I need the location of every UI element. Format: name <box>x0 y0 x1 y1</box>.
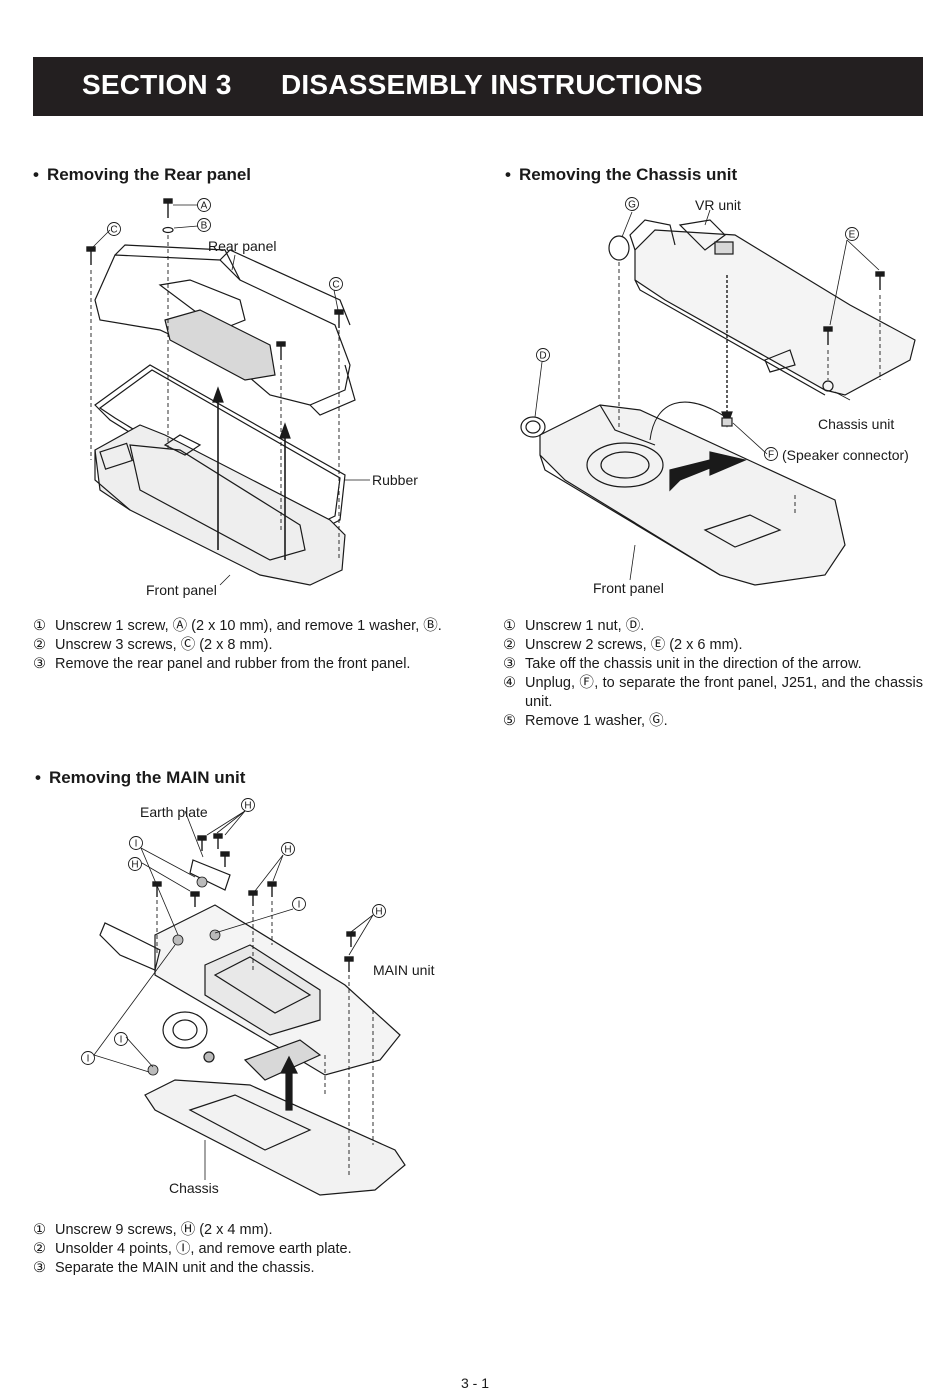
label-h-2: H <box>131 860 138 871</box>
main-unit-heading: •Removing the MAIN unit <box>35 768 246 787</box>
main-unit-diagram: H I H H I H I I Earth plate MAIN unit Ch… <box>81 798 435 1196</box>
label-c-right: C <box>332 280 339 291</box>
label-i-2: I <box>298 900 301 911</box>
label-h-4: H <box>375 907 382 918</box>
label-chassis: Chassis <box>169 1180 219 1196</box>
label-h-3: H <box>284 845 291 856</box>
label-h-1: H <box>244 801 251 812</box>
chassis-unit-heading: •Removing the Chassis unit <box>505 165 738 184</box>
washer-g <box>608 235 630 261</box>
label-i-3: I <box>120 1035 123 1046</box>
label-earth-plate: Earth plate <box>140 804 208 820</box>
label-rubber: Rubber <box>372 472 418 488</box>
section-title: DISASSEMBLY INSTRUCTIONS <box>281 69 703 100</box>
front-panel-body <box>94 424 346 586</box>
label-front-panel-2: Front panel <box>593 580 664 596</box>
label-c-left: C <box>110 225 117 236</box>
earth-plate <box>189 859 231 891</box>
label-a: A <box>201 201 208 212</box>
label-g: G <box>628 200 636 211</box>
chassis-unit-board <box>634 229 916 396</box>
chassis-unit-diagram: G D E F VR unit Chassis unit (Speaker co… <box>520 197 916 596</box>
label-i-1: I <box>135 839 138 850</box>
rear-panel-diagram: A B C C Rear panel Rubber Front panel <box>86 198 418 598</box>
speaker <box>586 442 664 488</box>
speaker-connector <box>721 417 733 427</box>
label-e: E <box>849 230 856 241</box>
nut-d <box>520 416 546 438</box>
section-banner: SECTION 3 DISASSEMBLY INSTRUCTIONS <box>33 57 923 116</box>
screw-a <box>163 198 173 218</box>
rear-panel-heading: •Removing the Rear panel <box>33 165 252 184</box>
label-b: B <box>201 221 208 232</box>
rear-panel-heading-text: Removing the Rear panel <box>46 165 252 184</box>
chassis-unit-heading-text: Removing the Chassis unit <box>518 165 738 184</box>
chassis-plate <box>144 1079 406 1196</box>
section-number: SECTION 3 <box>82 69 232 100</box>
label-rear-panel: Rear panel <box>208 238 277 254</box>
label-vr-unit: VR unit <box>695 197 741 213</box>
main-unit-heading-text: Removing the MAIN unit <box>48 768 246 787</box>
direction-arrow <box>669 451 747 492</box>
washer-b <box>162 226 174 234</box>
label-i-4: I <box>87 1054 90 1065</box>
label-f: F <box>768 450 774 461</box>
label-d: D <box>539 351 546 362</box>
antenna-connector <box>162 1011 208 1049</box>
label-chassis-unit: Chassis unit <box>818 416 894 432</box>
page-number: 3 - 1 <box>460 1375 489 1391</box>
label-front-panel: Front panel <box>146 582 217 598</box>
label-main-unit: MAIN unit <box>373 962 435 978</box>
front-panel-housing <box>539 404 846 586</box>
label-speaker-connector: (Speaker connector) <box>782 447 909 463</box>
